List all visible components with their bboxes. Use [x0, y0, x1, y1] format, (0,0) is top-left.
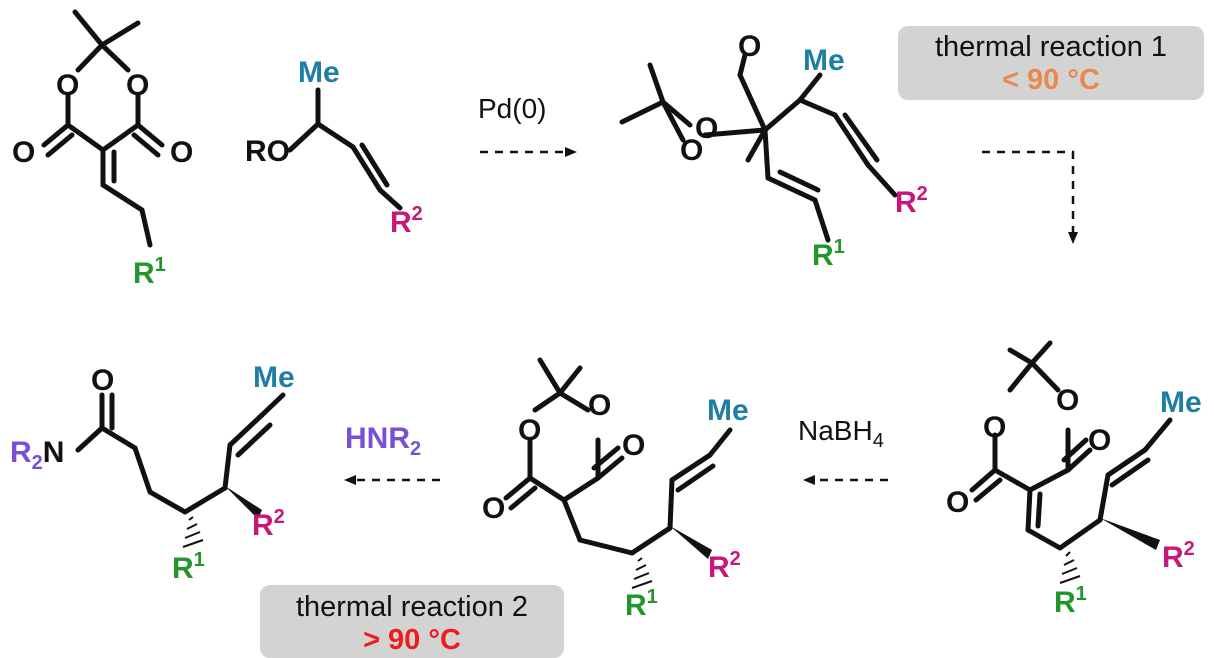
ro-group: RO: [245, 135, 290, 168]
oxygen-label: O: [518, 414, 541, 447]
methyl-group: Me: [298, 56, 340, 89]
oxygen-label: O: [1056, 384, 1079, 417]
allylic-substrate: RO Me R2: [245, 56, 423, 239]
oxygen-label: O: [126, 69, 149, 102]
oxygen-label: O: [738, 30, 761, 63]
r1-substituent: R1: [1054, 583, 1087, 619]
allylated-intermediate: O O O Me R2 R1: [619, 30, 928, 272]
alkylidene-meldrums-acid: O O O O R1: [12, 9, 193, 290]
oxygen-label: O: [1088, 424, 1111, 457]
thermal-reaction-2-box: thermal reaction 2 > 90 °C: [260, 585, 564, 658]
oxygen-label: O: [12, 136, 35, 169]
oxygen-label: O: [56, 69, 79, 102]
thermal-reaction-1-label: thermal reaction 1: [935, 31, 1167, 63]
arrow-nabh4: NaBH4: [798, 415, 888, 485]
thermal-reaction-2-label: thermal reaction 2: [296, 591, 528, 623]
oxygen-label: O: [588, 389, 611, 422]
oxygen-label: O: [482, 492, 505, 525]
r2-substituent: R2: [708, 548, 741, 584]
methyl-group: Me: [1160, 386, 1202, 419]
r2-substituent: R2: [895, 183, 928, 219]
thermal-reaction-1-box: thermal reaction 1 < 90 °C: [898, 26, 1204, 100]
oxygen-label: O: [680, 134, 703, 167]
methyl-group: Me: [803, 44, 845, 77]
reagent-nabh4: NaBH4: [798, 415, 884, 452]
amide-nitrogen: R2N: [10, 436, 64, 474]
r1-substituent: R1: [812, 236, 845, 272]
oxygen-label: O: [946, 486, 969, 519]
reagent-hnr2: HNR2: [345, 422, 421, 460]
thermal-reaction-1-condition: < 90 °C: [1002, 64, 1100, 96]
amide-product: O R2N Me R2 R1: [10, 361, 295, 585]
r2-substituent: R2: [390, 203, 423, 239]
cope-product: O O O O Me R2 R1: [946, 340, 1202, 619]
oxygen-label: O: [622, 429, 645, 462]
r1-substituent: R1: [625, 586, 658, 622]
r1-substituent: R1: [133, 254, 166, 290]
reduced-meldrums-acid: O O O O Me R2 R1: [482, 357, 749, 622]
oxygen-label: O: [983, 411, 1006, 444]
methyl-group: Me: [707, 394, 749, 427]
arrow-hnr2: HNR2: [344, 422, 440, 485]
oxygen-label: O: [170, 136, 193, 169]
oxygen-label: O: [91, 364, 114, 397]
thermal-reaction-2-condition: > 90 °C: [363, 624, 461, 656]
methyl-group: Me: [253, 361, 295, 394]
arrow-pd: Pd(0): [478, 93, 577, 157]
r1-substituent: R1: [172, 549, 205, 585]
r2-substituent: R2: [252, 506, 285, 542]
arrow-thermal-1: [982, 150, 1078, 244]
r2-substituent: R2: [1162, 538, 1195, 574]
oxygen-label: O: [695, 112, 718, 145]
reagent-pd: Pd(0): [478, 93, 546, 124]
